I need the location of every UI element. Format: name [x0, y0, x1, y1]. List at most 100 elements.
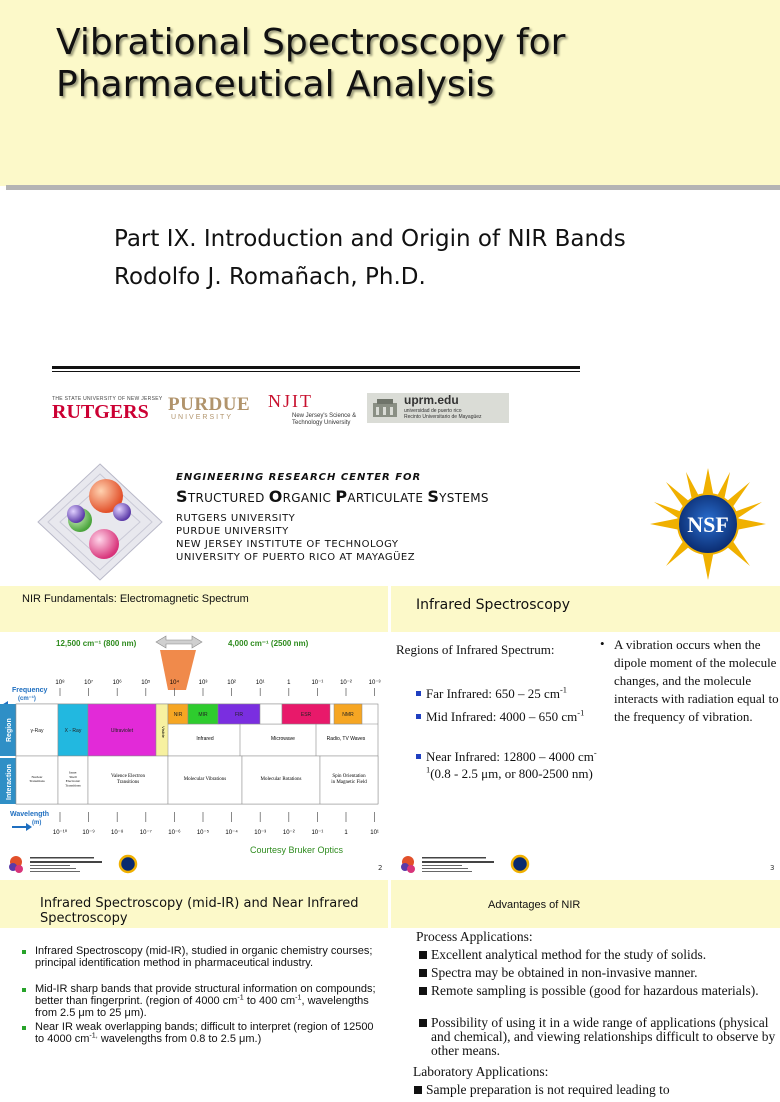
interaction-label: Valence Electron	[111, 774, 146, 779]
region-label: NIR	[174, 712, 183, 718]
region-microwave: Microwave	[271, 736, 295, 742]
njit-logo: NJIT	[268, 391, 313, 411]
interaction-label: Molecular Rotations	[261, 777, 302, 782]
slide4-item: Mid-IR sharp bands that provide structur…	[35, 983, 376, 1019]
interaction-cell	[57, 755, 89, 805]
erc-initial: O	[268, 487, 283, 506]
title-line-1: Vibrational Spectroscopy for	[56, 22, 566, 63]
process-item: Possibility of using it in a wide range …	[431, 1015, 776, 1058]
wavelength-tick-label: 10⁻⁷	[140, 829, 152, 836]
university-line: PURDUE UNIVERSITY	[176, 526, 289, 537]
process-item: Spectra may be obtained in non-invasive …	[431, 965, 698, 980]
nir-right-label: 4,000 cm⁻¹ (2500 nm)	[228, 639, 309, 648]
uprm-tagline: universidad de puerto rico Recinto Unive…	[404, 408, 482, 420]
slide3-page-number: 3	[770, 864, 775, 872]
erc-word: RGANIC	[282, 491, 336, 505]
bullet-square-icon	[22, 988, 26, 992]
ir-region-near: Near Infrared: 12800 – 4000 cm-1(0.8 - 2…	[426, 747, 597, 781]
bullet-square-icon	[416, 691, 421, 696]
rutgers-tagline: THE STATE UNIVERSITY OF NEW JERSEY	[52, 396, 163, 402]
wavelength-unit: (m)	[32, 820, 41, 826]
process-item: Excellent analytical method for the stud…	[431, 947, 707, 962]
slide2-page-number: 2	[378, 864, 383, 872]
logo-divider-thick	[52, 366, 580, 369]
university-line: RUTGERS UNIVERSITY	[176, 513, 296, 524]
erc-initial: S	[427, 487, 440, 506]
title-slide-header	[0, 0, 780, 186]
interaction-label: Transitions	[65, 783, 81, 787]
region-cell	[281, 703, 331, 725]
frequency-tick-label: 10⁷	[84, 679, 93, 686]
subtitle-author: Rodolfo J. Romañach, Ph.D.	[114, 264, 426, 290]
slide5-title: Advantages of NIR	[488, 899, 581, 911]
region-label: Visible	[161, 726, 166, 738]
frequency-tick-label: 10⁴	[170, 679, 180, 686]
arrow-right-icon	[12, 823, 32, 831]
njit-tagline: New Jersey's Science & Technology Univer…	[292, 413, 356, 427]
em-spectrum-diagram: 12,500 cm⁻¹ (800 nm) 4,000 cm⁻¹ (2500 nm…	[0, 635, 381, 836]
slide-separator	[388, 586, 391, 880]
csops-footer-logo-icon	[9, 854, 138, 874]
rutgers-logo: RUTGERS	[52, 401, 149, 423]
interaction-label: Shell	[69, 775, 76, 779]
title-line-2: Pharmaceutical Analysis	[56, 64, 495, 105]
ir-region-mid: Mid Infrared: 4000 – 650 cm-1	[426, 707, 585, 724]
csops-footer-logo-icon	[401, 854, 530, 874]
wavelength-label: Wavelength	[10, 811, 49, 818]
slide2-title: NIR Fundamentals: Electromagnetic Spectr…	[22, 593, 249, 605]
csops-cube-icon	[36, 462, 166, 582]
university-line: NEW JERSEY INSTITUTE OF TECHNOLOGY	[176, 539, 399, 550]
wavelength-tick-label: 10⁻⁹	[82, 829, 95, 836]
njit-tagline-1: New Jersey's Science &	[292, 413, 357, 419]
bullet-square-icon	[419, 987, 427, 995]
region-cell	[259, 703, 283, 725]
bullet-square-icon	[419, 951, 427, 959]
interaction-cell	[241, 755, 321, 805]
interaction-label: in Magnetic Field	[331, 780, 367, 785]
region-label: ESR	[301, 712, 312, 718]
region-label: MIR	[198, 712, 208, 718]
wavelength-tick-label: 10⁻⁶	[168, 829, 181, 836]
uprm-logo-box	[367, 393, 509, 423]
bullet-square-icon	[414, 1086, 422, 1094]
frequency-tick-label: 10²	[227, 680, 236, 686]
wavelength-tick-label: 10⁻⁵	[197, 829, 210, 836]
interaction-cell	[15, 755, 59, 805]
logo-divider-thin	[52, 371, 580, 372]
region-label: Ultraviolet	[111, 728, 134, 734]
nsf-logo-icon: NSF	[650, 468, 766, 580]
region-infrared: Infrared	[196, 736, 213, 742]
frequency-tick-label: 1	[287, 680, 291, 686]
frequency-tick-label: 10⁶	[113, 679, 123, 686]
bullet-square-icon	[419, 969, 427, 977]
wavelength-tick-label: 10⁻¹	[311, 830, 323, 836]
region-label: FIR	[235, 712, 243, 718]
lab-heading: Laboratory Applications:	[413, 1064, 549, 1079]
frequency-label: Frequency	[12, 687, 48, 694]
process-heading: Process Applications:	[416, 929, 533, 944]
nsf-text: NSF	[687, 512, 729, 537]
region-side-bar	[0, 704, 16, 756]
erc-initial: P	[335, 487, 348, 506]
slide3-title: Infrared Spectroscopy	[416, 597, 570, 613]
interaction-label: Electronic	[66, 779, 81, 783]
interaction-side-bar	[0, 758, 16, 804]
region-label: X - Ray	[65, 728, 82, 734]
interaction-label: Transitions	[29, 779, 45, 783]
slide4-item: Infrared Spectroscopy (mid-IR), studied …	[35, 945, 373, 969]
erc-center-name: STRUCTURED ORGANIC PARTICULATE SYSTEMS	[176, 487, 489, 506]
frequency-tick-label: 10⁻³	[369, 680, 381, 686]
erc-heading: ENGINEERING RESEARCH CENTER FOR	[176, 472, 422, 483]
slide3-header	[391, 586, 780, 632]
region-cell	[333, 703, 363, 725]
uprm-logo: uprm.edu	[404, 393, 459, 407]
interaction-label: Inner	[69, 771, 77, 775]
bullet-square-icon	[22, 1026, 26, 1030]
slide4-header	[0, 880, 388, 928]
region-cell	[57, 703, 89, 757]
region-radio: Radio, TV Waves	[327, 736, 366, 742]
wavelength-tick-label: 1	[344, 830, 348, 836]
frequency-unit: (cm⁻¹)	[18, 695, 36, 702]
nir-funnel	[160, 650, 196, 690]
